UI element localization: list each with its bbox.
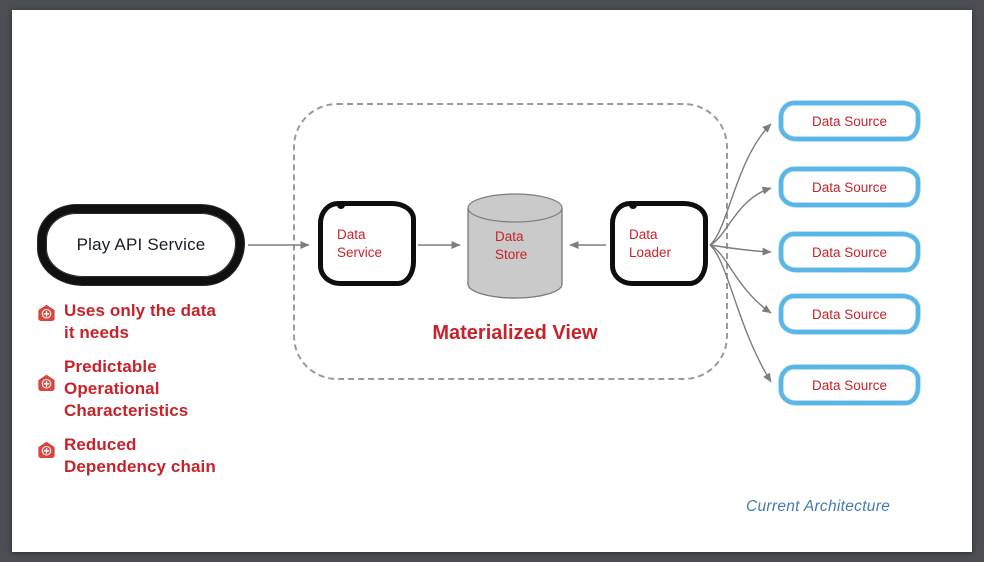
plus-badge-icon <box>38 304 55 322</box>
benefit-line: Operational <box>64 379 160 398</box>
data-loader-node: Data Loader <box>610 201 708 286</box>
data-source-node: Data Source <box>779 101 920 141</box>
materialized-view-label: Materialized View <box>432 322 598 344</box>
benefit-line: it needs <box>64 323 130 342</box>
data-source-label: Data Source <box>811 244 888 260</box>
data-service-node: Data Service <box>318 201 416 286</box>
play-api-service-label: Play API Service <box>76 235 206 254</box>
data-source-node: Data Source <box>779 167 920 207</box>
data-source-label: Data Source <box>811 306 888 322</box>
data-source-label: Data Source <box>811 377 888 393</box>
data-source-label: Data Source <box>811 179 888 195</box>
plus-badge-icon <box>38 441 55 459</box>
data-source-node: Data Source <box>779 365 920 405</box>
data-source-label: Data Source <box>811 113 888 129</box>
data-source-node: Data Source <box>779 294 920 334</box>
benefit-text: Uses only the data it needs <box>64 300 216 344</box>
benefit-text: Reduced Dependency chain <box>64 434 216 478</box>
current-architecture-caption: Current Architecture <box>746 498 891 515</box>
benefit-item: Uses only the data it needs <box>38 300 216 344</box>
benefit-line: Uses only the data <box>64 301 217 320</box>
benefit-line: Reduced <box>64 435 137 454</box>
benefit-text: Predictable Operational Characteristics <box>64 356 188 422</box>
sketch-stroke-dot <box>629 201 637 209</box>
benefit-item: Reduced Dependency chain <box>38 434 216 478</box>
benefit-item: Predictable Operational Characteristics <box>38 356 188 422</box>
data-service-label: Data Service <box>337 226 383 260</box>
data-loader-label: Data Loader <box>629 226 672 260</box>
plus-badge-icon <box>38 374 55 392</box>
sketch-stroke-dot <box>337 201 345 209</box>
data-store-label: Data Store <box>495 229 528 262</box>
benefit-line: Characteristics <box>64 401 189 420</box>
benefit-line: Dependency chain <box>64 457 216 476</box>
data-source-node: Data Source <box>779 232 920 272</box>
play-api-service-node: Play API Service <box>38 205 244 285</box>
benefit-line: Predictable <box>64 357 157 376</box>
